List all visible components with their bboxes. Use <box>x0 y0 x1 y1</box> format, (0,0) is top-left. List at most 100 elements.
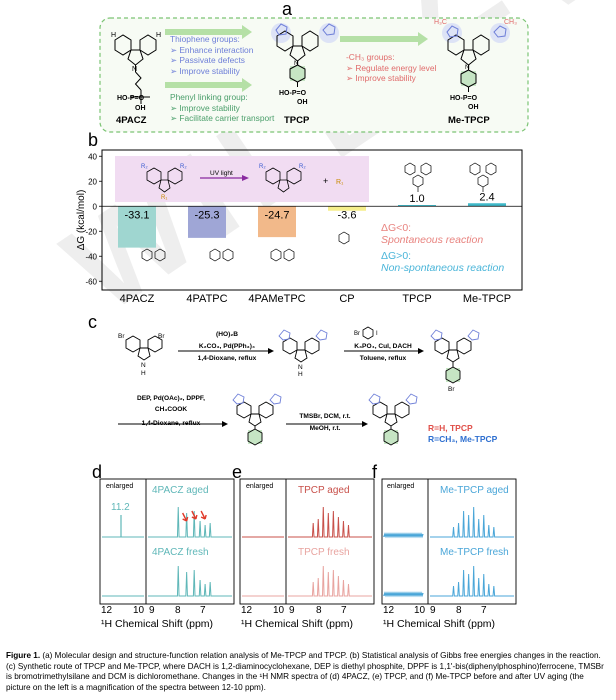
category-label: 4PATPC <box>186 293 227 305</box>
inset-reactant <box>146 167 183 193</box>
plot-frame <box>101 149 523 291</box>
f-tick: 7 <box>481 605 487 616</box>
svg-text:R₁: R₁ <box>161 195 167 201</box>
step2-conditions: K₃PO₄, CuI, DACH Toluene, reflux <box>344 341 422 365</box>
rule-negative: ΔG<0: Spontaneous reaction <box>381 222 483 246</box>
f-spectrum-frame <box>381 478 517 605</box>
svg-text:H: H <box>141 370 146 377</box>
step3-cond-1: DEP, Pd(OAc)₂, DPPF, <box>136 395 206 402</box>
category-label: CP <box>339 293 354 305</box>
thiophene-item: ➢ Improve stability <box>170 65 240 76</box>
svg-text:HO-P=O: HO-P=O <box>117 95 145 102</box>
arrow-phenyl <box>165 78 252 92</box>
e-spectrum-frame <box>239 478 375 605</box>
f-aged-label: Me-TPCP aged <box>440 485 509 496</box>
e-spectrum-aged <box>288 506 372 538</box>
svg-text:OH: OH <box>135 105 146 112</box>
category-label: TPCP <box>402 293 431 305</box>
me-tpcp-thiophenes <box>446 25 507 38</box>
f-enlarged-label: enlarged <box>387 483 415 490</box>
svg-text:+: + <box>323 176 328 186</box>
e-tick: 12 <box>241 605 253 616</box>
phenyl-item: ➢ Improve stability <box>170 102 240 113</box>
panel-a-box <box>99 17 529 133</box>
d-tick: 10 <box>133 605 145 616</box>
bar-value-label: -25.3 <box>194 209 219 221</box>
d-spectrum-aged <box>148 506 232 538</box>
f-tick: 10 <box>414 605 426 616</box>
label-tpcp: TPCP <box>284 115 310 126</box>
e-tick: 7 <box>341 605 347 616</box>
svg-text:R₁: R₁ <box>336 179 344 186</box>
ch3-item: ➢ Improve stability <box>346 73 416 84</box>
bar-4pametpc <box>258 206 296 238</box>
step3-conditions: DEP, Pd(OAc)₂, DPPF, CH₃COOK 1,4-Dioxane… <box>118 393 224 429</box>
bar-tpcp <box>398 205 436 207</box>
d-change-arrow <box>191 510 198 520</box>
label-me-tpcp: Me-TPCP <box>448 115 490 126</box>
step1-cond-1: K₂CO₃, Pd(PPh₃)₄ <box>198 343 256 350</box>
svg-text:H: H <box>111 32 116 39</box>
step1-reagent: (HO)₂B <box>216 331 238 338</box>
y-axis-label: ΔG (kcal/mol) <box>76 190 87 251</box>
panel-a-letter: a <box>282 0 293 19</box>
step1-cond-2: 1,4-Dioxane, reflux <box>197 355 257 362</box>
bar-value-label: 2.4 <box>479 191 494 203</box>
y-tick-label: 20 <box>88 177 97 186</box>
bar-me-tpcp <box>468 203 506 207</box>
phenyl-title: Phenyl linking group: <box>170 92 248 102</box>
category-label: 4PAMeTPC <box>248 293 305 305</box>
y-tick-label: 0 <box>93 202 98 211</box>
svg-text:Br: Br <box>118 333 125 340</box>
phenyl-item: ➢ Facilitate carrier transport <box>170 113 275 124</box>
phenyl-notes: Phenyl linking group: ➢ Improve stabilit… <box>170 92 274 124</box>
category-label: 4PACZ <box>120 293 155 305</box>
r-group-legend: R=H, TPCP R=CH₃, Me-TPCP <box>428 423 497 445</box>
uv-label: UV light <box>210 170 233 177</box>
intermediate-1 <box>282 337 320 363</box>
step1-conditions: (HO)₂B K₂CO₃, Pd(PPh₃)₄ 1,4-Dioxane, ref… <box>183 329 271 365</box>
y-tick-label: -20 <box>85 227 97 236</box>
e-xlabel: ¹H Chemical Shift (ppm) <box>241 618 354 630</box>
panel-e-letter: e <box>232 462 243 482</box>
d-change-arrow <box>200 510 207 520</box>
svg-text:R₂: R₂ <box>259 164 266 170</box>
start-dibromocarbazole <box>125 335 163 361</box>
panel-f-letter: f <box>372 462 378 482</box>
step4-cond-1: TMSBr, DCM, r.t. <box>299 413 351 420</box>
e-tick: 8 <box>316 605 322 616</box>
bar-value-label: -33.1 <box>124 209 149 221</box>
rule-negative-desc: Spontaneous reaction <box>381 234 484 246</box>
svg-text:R₂: R₂ <box>141 164 148 170</box>
ch3-title: -CH₃ groups: <box>346 52 395 62</box>
svg-text:H: H <box>156 32 161 39</box>
e-spectrum-fresh <box>288 565 372 597</box>
panel-a-figure: H H N HO-P=O OH N HO-P=O OH H₃C <box>99 17 529 133</box>
thiophene-notes: Thiophene groups: ➢ Enhance interaction … <box>170 34 253 76</box>
svg-text:Br: Br <box>354 331 360 337</box>
thiophene-title: Thiophene groups: <box>170 34 240 44</box>
d-tick: 12 <box>101 605 113 616</box>
figure-caption: Figure 1. (a) Molecular design and struc… <box>6 651 610 693</box>
svg-text:H₃C: H₃C <box>434 19 447 26</box>
y-tick-label: -40 <box>85 252 97 261</box>
d-spectrum-frame <box>99 478 235 605</box>
e-tick: 9 <box>289 605 295 616</box>
d-tick: 7 <box>200 605 206 616</box>
category-label: Me-TPCP <box>463 293 511 305</box>
bar-mini-structures <box>141 231 350 262</box>
d-peak-label: 11.2 <box>111 502 130 513</box>
tpcp-structure <box>271 23 339 87</box>
svg-text:I: I <box>376 331 378 337</box>
d-tick: 9 <box>149 605 155 616</box>
step4-cond-2: MeOH, r.t. <box>309 425 341 432</box>
caption-text: (a) Molecular design and structure-funct… <box>6 651 604 692</box>
svg-text:OH: OH <box>468 104 479 111</box>
tpcp-thiophenes <box>275 23 336 36</box>
e-enlarged-label: enlarged <box>246 483 274 490</box>
bar-value-label: -24.7 <box>264 209 289 221</box>
svg-text:N: N <box>298 364 303 371</box>
bar-value-label: -3.6 <box>338 209 357 221</box>
panel-d-letter: d <box>92 462 103 482</box>
svg-text:N: N <box>141 362 146 369</box>
